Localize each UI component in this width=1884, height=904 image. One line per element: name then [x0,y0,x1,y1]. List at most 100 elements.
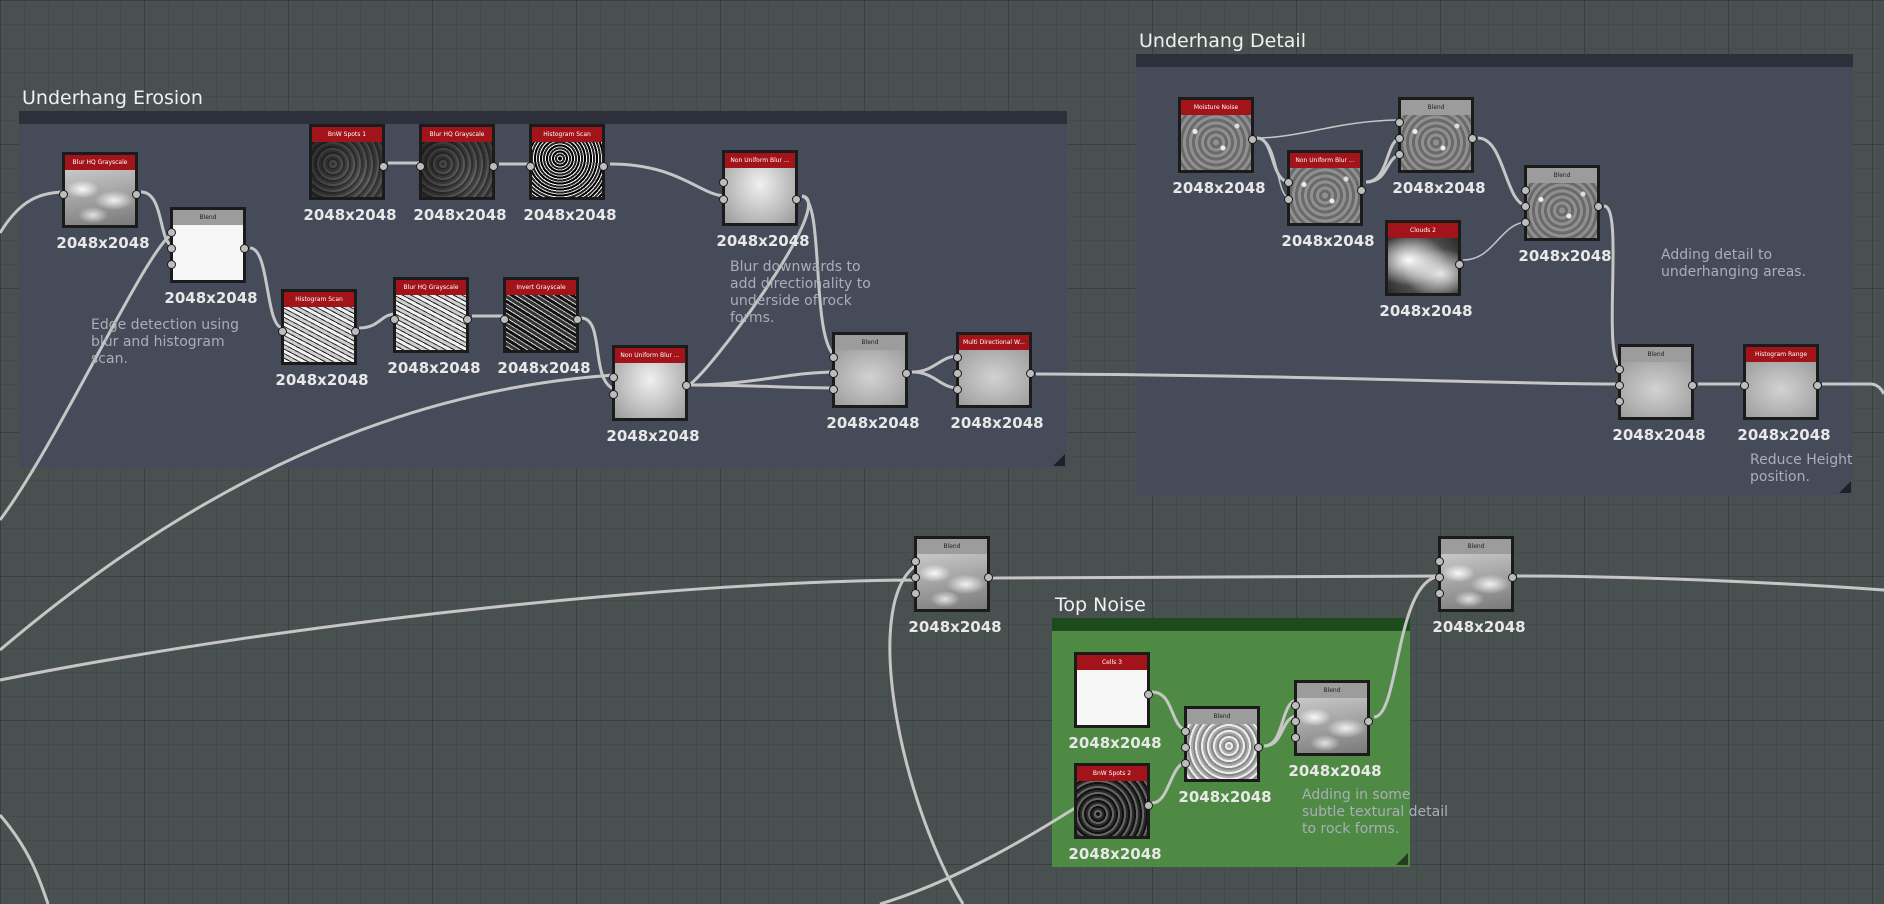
output-socket[interactable] [599,162,608,171]
output-socket[interactable] [1144,690,1153,699]
input-socket[interactable] [1181,743,1190,752]
input-socket[interactable] [829,369,838,378]
output-socket[interactable] [984,573,993,582]
input-socket[interactable] [911,557,920,566]
output-socket[interactable] [1026,369,1035,378]
output-socket[interactable] [1248,135,1257,144]
input-socket[interactable] [1521,218,1530,227]
node-non-uniform-blur[interactable]: Non Uniform Blur ... 2048x2048 [606,345,700,445]
input-socket[interactable] [1291,717,1300,726]
output-socket[interactable] [1508,573,1517,582]
input-socket[interactable] [167,260,176,269]
output-socket[interactable] [1254,743,1263,752]
output-socket[interactable] [1594,202,1603,211]
input-socket[interactable] [1435,589,1444,598]
output-socket[interactable] [463,315,472,324]
input-socket[interactable] [1181,759,1190,768]
node-cells-3[interactable]: Cells 3 2048x2048 [1068,652,1162,752]
output-socket[interactable] [682,381,691,390]
input-socket[interactable] [1615,397,1624,406]
output-socket[interactable] [379,162,388,171]
output-socket[interactable] [240,244,249,253]
input-socket[interactable] [1291,733,1300,742]
input-socket[interactable] [526,162,535,171]
node-bnw-spots-1[interactable]: BnW Spots 1 2048x2048 [303,124,397,224]
input-socket[interactable] [829,353,838,362]
input-socket[interactable] [1615,365,1624,374]
input-socket[interactable] [1521,202,1530,211]
input-socket[interactable] [1521,186,1530,195]
input-socket[interactable] [953,353,962,362]
input-socket[interactable] [416,162,425,171]
frame-header[interactable] [1136,54,1853,67]
output-socket[interactable] [1688,381,1697,390]
node-blur-hq-grayscale[interactable]: Blur HQ Grayscale 2048x2048 [387,277,481,377]
input-socket[interactable] [1284,195,1293,204]
input-socket[interactable] [719,178,728,187]
node-blend[interactable]: Blend 2048x2048 [164,207,258,307]
input-socket[interactable] [278,327,287,336]
node-invert-grayscale[interactable]: Invert Grayscale 2048x2048 [497,277,591,377]
node-blend[interactable]: Blend 2048x2048 [1612,344,1706,444]
node-clouds-2[interactable]: Clouds 2 2048x2048 [1379,220,1473,320]
node-histogram-scan[interactable]: Histogram Scan 2048x2048 [275,289,369,389]
node-blur-hq-grayscale[interactable]: Blur HQ Grayscale 2048x2048 [56,152,150,252]
input-socket[interactable] [1291,701,1300,710]
input-socket[interactable] [59,190,68,199]
input-socket[interactable] [1435,557,1444,566]
output-socket[interactable] [1144,801,1153,810]
input-socket[interactable] [719,195,728,204]
input-socket[interactable] [167,228,176,237]
output-socket[interactable] [1357,186,1366,195]
output-socket[interactable] [1364,717,1373,726]
node-histogram-range[interactable]: Histogram Range 2048x2048 [1737,344,1831,444]
input-socket[interactable] [609,373,618,382]
output-socket[interactable] [351,327,360,336]
input-socket[interactable] [1395,134,1404,143]
node-moisture-noise[interactable]: Moisture Noise 2048x2048 [1172,97,1266,197]
input-socket[interactable] [609,390,618,399]
output-socket[interactable] [132,190,141,199]
node-blur-hq-grayscale[interactable]: Blur HQ Grayscale 2048x2048 [413,124,507,224]
output-socket[interactable] [792,195,801,204]
node-non-uniform-blur[interactable]: Non Uniform Blur ... 2048x2048 [1281,150,1375,250]
input-socket[interactable] [390,315,399,324]
output-socket[interactable] [489,162,498,171]
resize-handle-icon[interactable] [1839,481,1851,493]
node-bnw-spots-2[interactable]: BnW Spots 2 2048x2048 [1068,763,1162,863]
node-blend[interactable]: Blend 2048x2048 [1288,680,1382,780]
input-socket[interactable] [1435,573,1444,582]
node-blend[interactable]: Blend 2048x2048 [1518,165,1612,265]
node-blend[interactable]: Blend 2048x2048 [1178,706,1272,806]
node-histogram-scan[interactable]: Histogram Scan 2048x2048 [523,124,617,224]
input-socket[interactable] [1395,150,1404,159]
input-socket[interactable] [1395,118,1404,127]
input-socket[interactable] [911,573,920,582]
input-socket[interactable] [1615,381,1624,390]
input-socket[interactable] [1284,178,1293,187]
resize-handle-icon[interactable] [1053,454,1065,466]
node-blend[interactable]: Blend 2048x2048 [826,332,920,432]
output-socket[interactable] [573,315,582,324]
node-blend[interactable]: Blend 2048x2048 [908,536,1002,636]
output-socket[interactable] [1455,260,1464,269]
input-socket[interactable] [953,385,962,394]
node-blend[interactable]: Blend 2048x2048 [1392,97,1486,197]
node-blend[interactable]: Blend 2048x2048 [1432,536,1526,636]
frame-header[interactable] [19,111,1067,124]
node-non-uniform-blur[interactable]: Non Uniform Blur ... 2048x2048 [716,150,810,250]
input-socket[interactable] [1740,381,1749,390]
output-socket[interactable] [1468,134,1477,143]
input-socket[interactable] [829,385,838,394]
frame-header[interactable] [1052,618,1410,631]
node-multi-directional-warp[interactable]: Multi Directional W... 2048x2048 [950,332,1044,432]
node-resolution: 2048x2048 [1068,845,1162,863]
resize-handle-icon[interactable] [1396,853,1408,865]
output-socket[interactable] [1813,381,1822,390]
input-socket[interactable] [167,244,176,253]
input-socket[interactable] [1181,727,1190,736]
output-socket[interactable] [902,369,911,378]
input-socket[interactable] [911,589,920,598]
input-socket[interactable] [500,315,509,324]
input-socket[interactable] [953,369,962,378]
